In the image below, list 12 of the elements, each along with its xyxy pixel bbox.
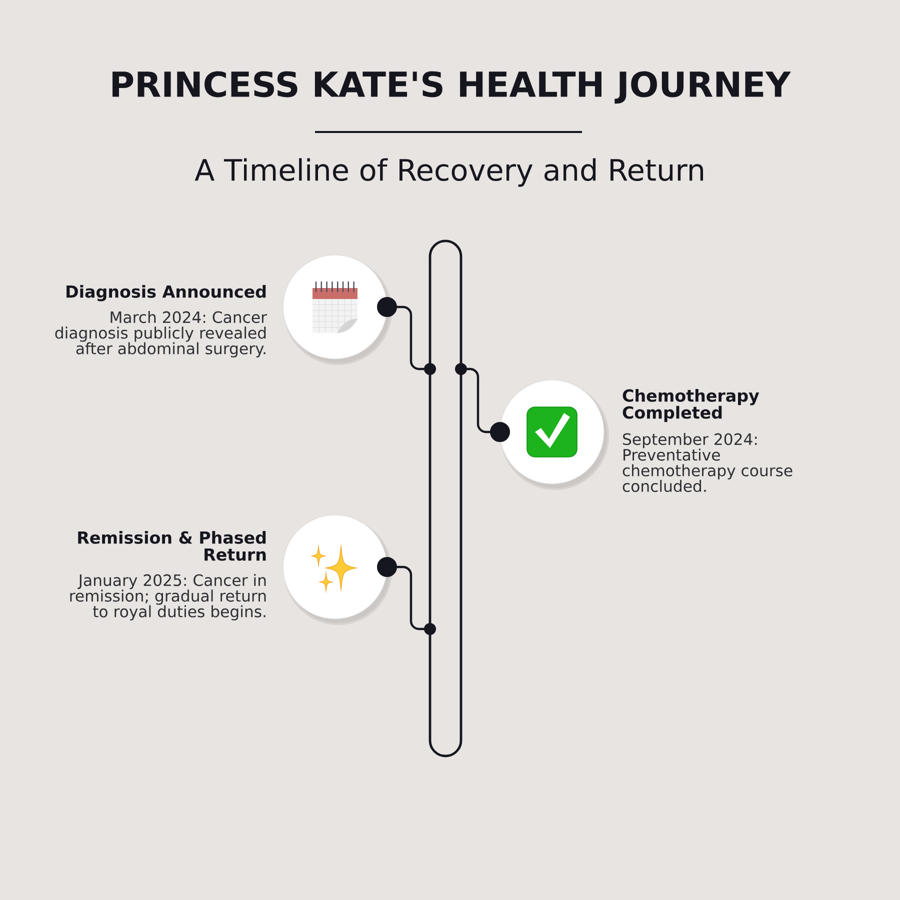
event-description: September 2024: Preventative chemotherapy course concluded. — [622, 432, 792, 492]
title: PRINCESS KATE'S HEALTH JOURNEY — [112, 71, 791, 104]
timeline-track — [428, 240, 462, 758]
subtitle: A Timeline of Recovery and Return — [194, 158, 704, 187]
event-description: March 2024: Cancer diagnosis publicly revealed after abdominal surgery. — [55, 310, 267, 358]
event-title: Chemotherapy Completed — [622, 389, 760, 422]
connector-line — [455, 363, 510, 442]
event-description: January 2025: Cancer in remission; gradual return to royal duties begins. — [70, 574, 266, 620]
connector-line — [377, 297, 436, 375]
connector-line — [377, 557, 436, 635]
event-title: Remission & Phased Return — [78, 531, 266, 561]
event-title: Diagnosis Announced — [66, 285, 266, 302]
